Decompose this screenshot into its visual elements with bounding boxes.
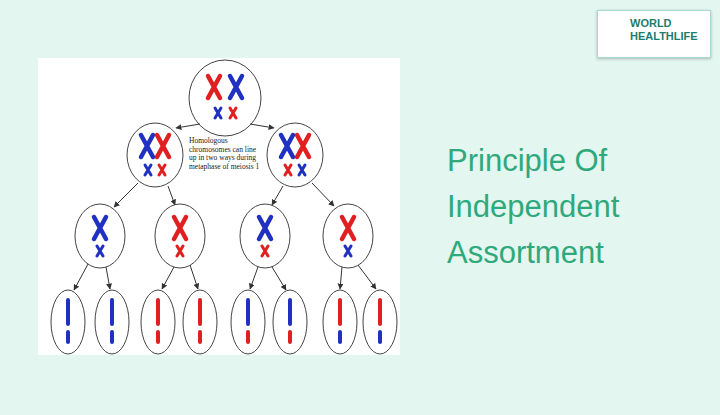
image-panel <box>38 58 400 355</box>
chromosomes <box>68 76 380 342</box>
brand-name: WORLD HEALTHLIFE <box>630 17 704 43</box>
annotation-note: Homologous chromosomes can line up in tw… <box>189 137 265 171</box>
logo-box: WORLD HEALTHLIFE <box>597 10 711 58</box>
page-title: Principle Of Independent Assortment <box>447 138 682 276</box>
division-arrows <box>74 124 376 290</box>
cell-outlines <box>51 60 397 354</box>
